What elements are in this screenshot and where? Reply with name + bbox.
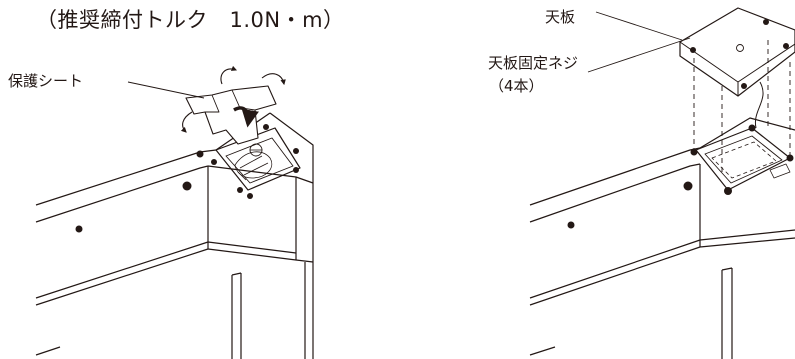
screw-icon bbox=[75, 124, 299, 233]
torque-note: （推奨締付トルク 1.0N・m） bbox=[36, 8, 345, 32]
plate-leader bbox=[595, 11, 683, 41]
right-figure bbox=[529, 7, 795, 359]
top-plate bbox=[679, 7, 795, 97]
curved-arrow-icon bbox=[233, 106, 259, 128]
left-figure bbox=[35, 65, 314, 359]
right-pocket bbox=[695, 127, 791, 191]
top-plate-screws-label: 天板固定ネジ bbox=[488, 54, 579, 72]
curved-arrow-icon bbox=[220, 65, 238, 85]
screw-icon bbox=[567, 19, 794, 229]
left-beam-top bbox=[35, 149, 217, 206]
right-leg bbox=[721, 267, 733, 359]
curved-arrow-icon bbox=[261, 73, 286, 86]
protective-sheet-label: 保護シート bbox=[8, 72, 84, 90]
sheet-leader bbox=[127, 81, 205, 99]
curved-arrow-icon bbox=[180, 111, 193, 133]
right-beam-front bbox=[529, 229, 795, 299]
left-beam-front bbox=[35, 241, 297, 299]
protective-sheet bbox=[185, 85, 277, 145]
right-beam-top bbox=[529, 147, 701, 206]
screw-leader bbox=[587, 37, 691, 73]
cable bbox=[754, 81, 764, 129]
drop-lines bbox=[693, 40, 791, 172]
top-plate-label: 天板 bbox=[545, 8, 576, 26]
screw-count-label: （4本） bbox=[489, 77, 544, 95]
left-leg bbox=[231, 272, 242, 359]
